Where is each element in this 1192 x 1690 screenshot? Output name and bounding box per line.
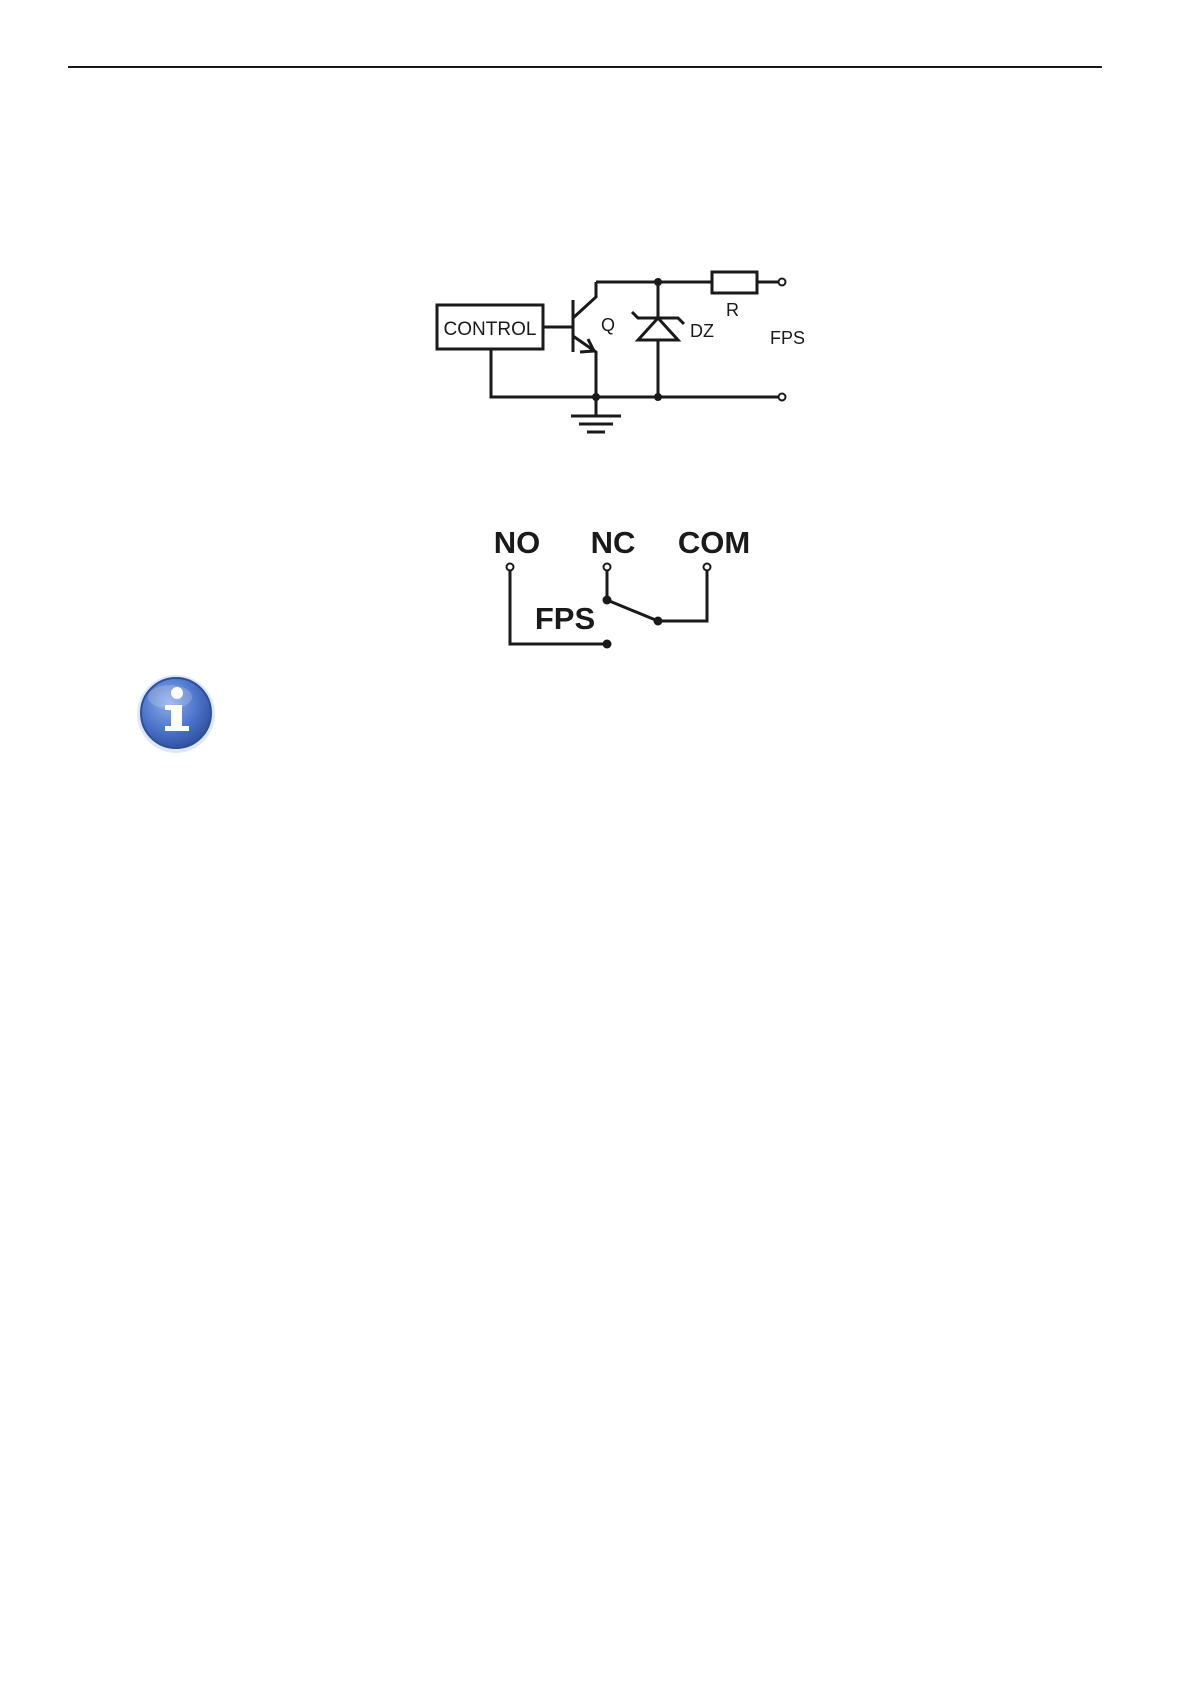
no-label: NO — [494, 525, 541, 560]
transistor-q-label: Q — [601, 315, 615, 335]
zener-dz-symbol — [632, 282, 684, 397]
contact-dot — [654, 617, 663, 626]
nc-label: NC — [591, 525, 636, 560]
resistor-r-symbol — [712, 272, 757, 293]
zener-dz-label: DZ — [690, 321, 714, 341]
com-terminal — [704, 564, 711, 571]
ground-symbol — [571, 397, 621, 432]
no-terminal — [507, 564, 514, 571]
fps-terminal-bottom — [779, 394, 786, 401]
resistor-r-label: R — [726, 300, 739, 320]
fps-terminal-top — [779, 279, 786, 286]
com-label: COM — [678, 525, 750, 560]
nc-terminal — [604, 564, 611, 571]
control-label: CONTROL — [444, 319, 537, 340]
transistor-q-symbol — [573, 282, 596, 397]
control-ground-wire — [491, 349, 778, 397]
com-wire — [658, 570, 707, 621]
contact-dot — [603, 640, 612, 649]
junction-dot — [654, 278, 662, 286]
junction-dot — [654, 393, 662, 401]
junction-dot — [592, 393, 600, 401]
fps-circuit-diagram — [437, 272, 786, 432]
fps-switch-label: FPS — [535, 601, 595, 636]
switch-arm — [607, 600, 658, 621]
contact-dot — [603, 596, 612, 605]
fps-output-label: FPS — [770, 328, 805, 348]
info-icon — [137, 675, 215, 753]
